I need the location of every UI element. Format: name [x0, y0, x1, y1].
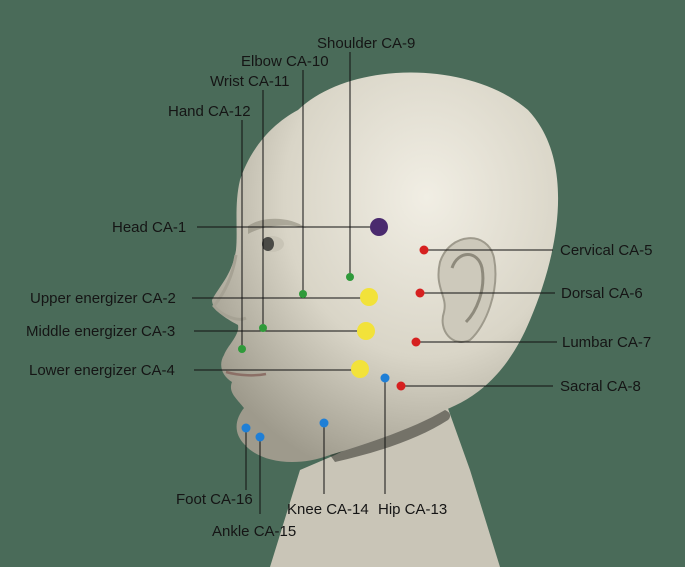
point-lumbar — [411, 337, 421, 347]
point-middle-energizer — [357, 322, 375, 340]
label-head: Head CA-1 — [112, 219, 186, 236]
ear-inner — [450, 253, 485, 324]
label-shoulder: Shoulder CA-9 — [317, 35, 415, 52]
point-foot — [241, 423, 251, 433]
label-elbow: Elbow CA-10 — [241, 53, 329, 70]
point-hand — [238, 345, 246, 353]
point-sacral — [396, 381, 406, 391]
label-upper-energizer: Upper energizer CA-2 — [30, 290, 176, 307]
mouth — [225, 370, 267, 377]
labels: Shoulder CA-9 Elbow CA-10 Wrist CA-11 Ha… — [26, 35, 653, 540]
label-foot: Foot CA-16 — [176, 491, 253, 508]
point-lower-energizer — [351, 360, 369, 378]
point-dorsal — [415, 288, 425, 298]
eye-iris — [262, 237, 274, 251]
label-hand: Hand CA-12 — [168, 103, 251, 120]
label-ankle: Ankle CA-15 — [212, 523, 296, 540]
point-head — [370, 218, 388, 236]
label-sacral: Sacral CA-8 — [560, 378, 641, 395]
nose-shading — [212, 254, 247, 321]
jaw-shadow — [330, 410, 451, 462]
point-knee — [319, 418, 329, 428]
point-upper-energizer — [360, 288, 378, 306]
label-middle-energizer: Middle energizer CA-3 — [26, 323, 175, 340]
label-hip: Hip CA-13 — [378, 501, 447, 518]
label-lumbar: Lumbar CA-7 — [562, 334, 651, 351]
label-lower-energizer: Lower energizer CA-4 — [29, 362, 175, 379]
label-knee: Knee CA-14 — [287, 501, 369, 518]
point-shoulder — [346, 273, 354, 281]
point-hip — [380, 373, 390, 383]
leader-lines — [192, 52, 557, 514]
acupoints — [238, 218, 429, 442]
point-elbow — [299, 290, 307, 298]
point-cervical — [419, 245, 429, 255]
label-dorsal: Dorsal CA-6 — [561, 285, 643, 302]
label-cervical: Cervical CA-5 — [560, 242, 653, 259]
head-silhouette — [212, 72, 559, 463]
point-wrist — [259, 324, 267, 332]
label-wrist: Wrist CA-11 — [210, 73, 289, 90]
point-ankle — [255, 432, 265, 442]
